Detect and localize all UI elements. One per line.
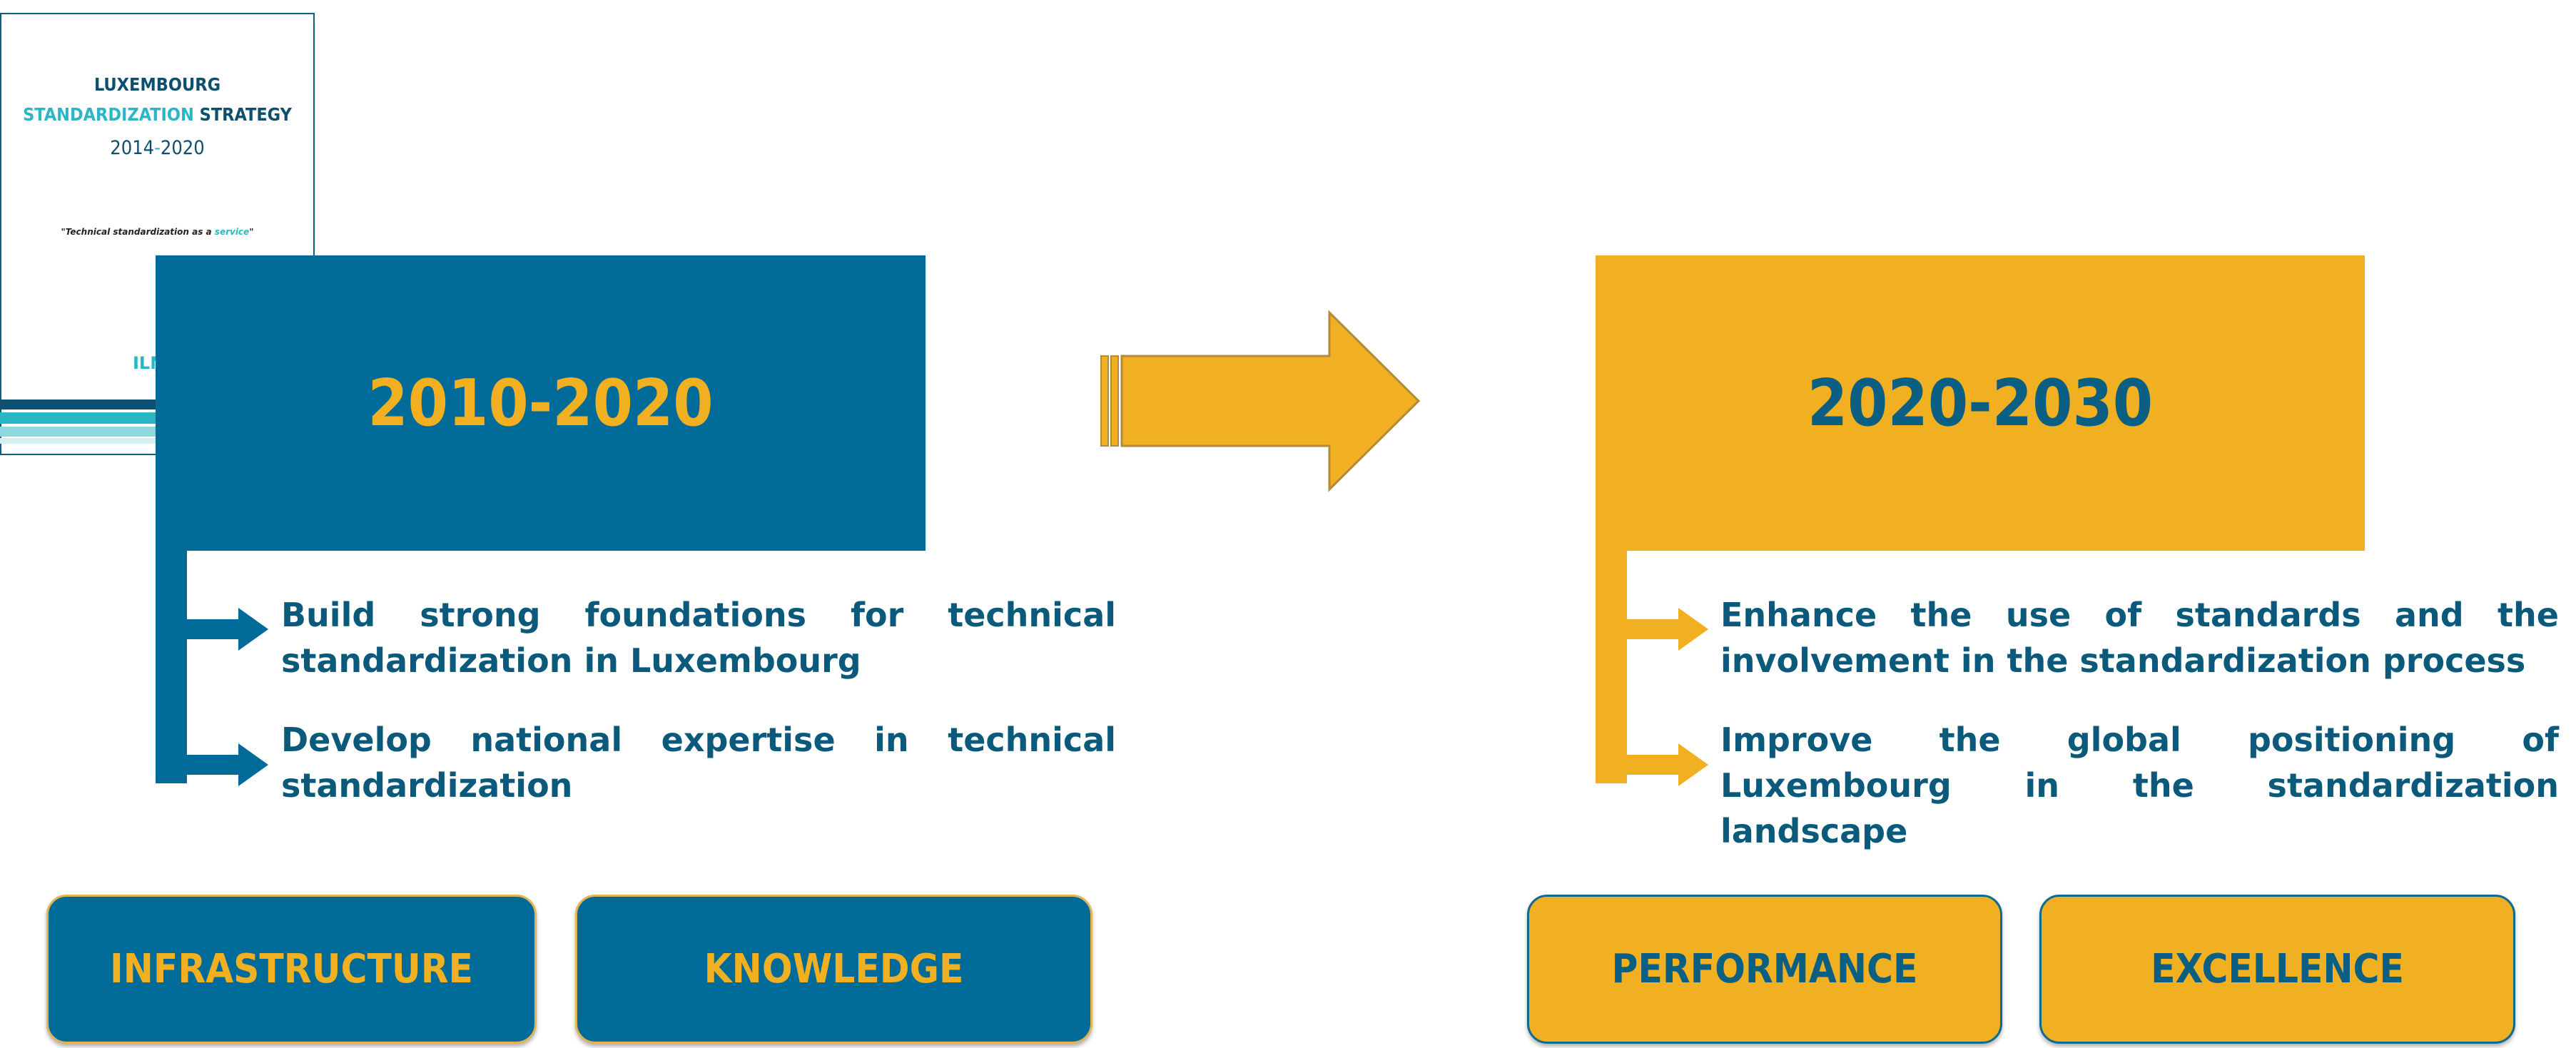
cover-tagline-end: ": [249, 227, 254, 237]
cover-tagline-service: service: [214, 227, 250, 237]
pillar-knowledge: KNOWLEDGE: [575, 895, 1092, 1044]
branch-arrow-icon-right: [1596, 549, 1708, 786]
period-box-2020-2030: 2020-2030: [1596, 255, 2365, 551]
pillar-infrastructure: INFRASTRUCTURE: [46, 895, 537, 1044]
cover-title-line2: STANDARDIZATION STRATEGY: [0, 104, 315, 125]
cover-tagline: "Technical standardization as a service": [0, 227, 315, 237]
pillar-label-excellence: EXCELLENCE: [2151, 946, 2404, 992]
pillar-label-performance: PERFORMANCE: [1611, 946, 1918, 992]
cover-year-dash: -: [154, 137, 161, 159]
cover-title-strategy: STRATEGY: [193, 104, 292, 125]
cover-years: 2014-2020: [0, 137, 315, 159]
cover-stripe-teal: [0, 412, 157, 424]
cover-stripe-light: [0, 427, 157, 437]
branch-arrow-icon-left: [156, 549, 268, 786]
cover-title-line1: LUXEMBOURG: [93, 74, 221, 95]
cover-year-end: 2020: [160, 137, 205, 159]
cover-year-start: 2014: [110, 137, 155, 159]
right-bullet-1: Enhance the use of standards and the inv…: [1720, 596, 2559, 680]
pillar-label-infrastructure: INFRASTRUCTURE: [110, 946, 473, 992]
right-bullet-2: Improve the global positioning of Luxemb…: [1720, 721, 2559, 850]
pillar-performance: PERFORMANCE: [1527, 895, 2002, 1044]
cover-title-standardization: STANDARDIZATION: [23, 104, 194, 125]
left-bullet-2: Develop national expertise in technical …: [281, 721, 1116, 805]
cover-stripe-pale: [0, 438, 157, 444]
pillar-excellence: EXCELLENCE: [2039, 895, 2515, 1044]
cover-stripe-dark: [0, 400, 157, 409]
period-label-right: 2020-2030: [1807, 365, 2154, 441]
transition-arrow-icon: [1100, 310, 1421, 492]
period-label-left: 2010-2020: [367, 365, 714, 441]
left-bullet-1: Build strong foundations for technical s…: [281, 596, 1116, 680]
period-box-2010-2020: 2010-2020: [156, 255, 926, 551]
pillar-label-knowledge: KNOWLEDGE: [704, 946, 964, 992]
cover-tagline-text: "Technical standardization as a: [61, 227, 215, 237]
